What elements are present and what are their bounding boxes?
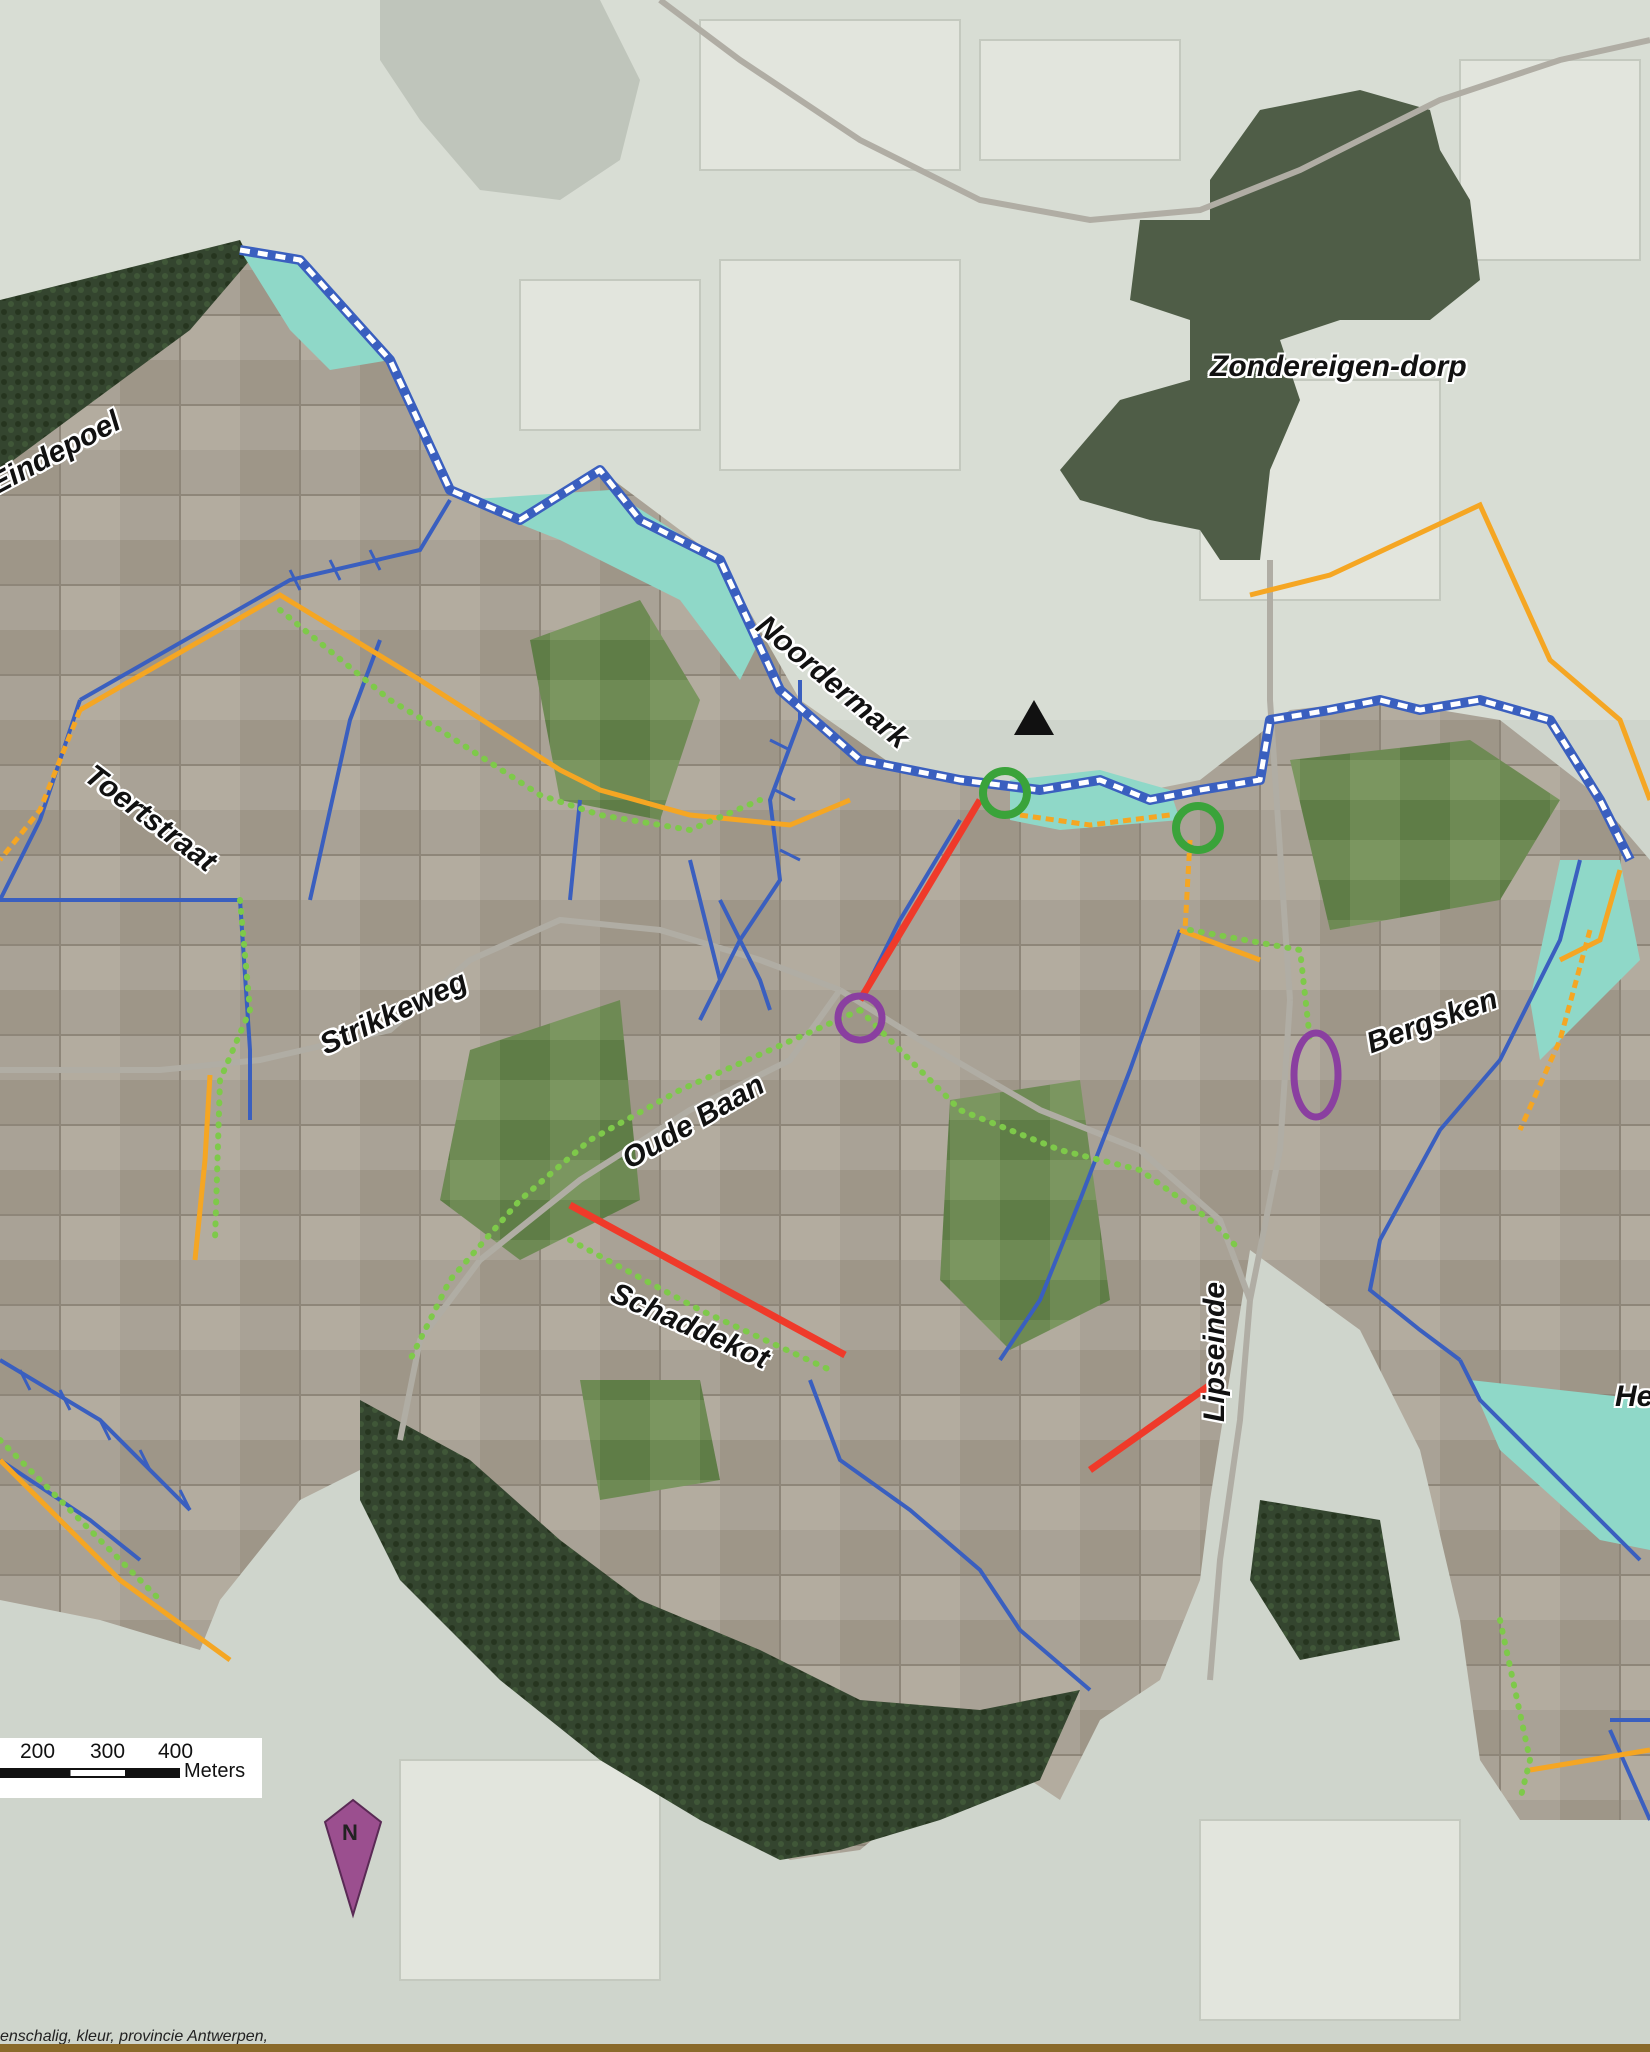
scale-tick-300: 300 [90,1740,126,1763]
forest-east [1250,1500,1400,1660]
purple-ellipses [834,992,1342,1121]
label-zondereigen: Zondereigen-dorp [1210,350,1467,383]
purple-ellipse-1 [834,992,886,1044]
north-arrow-letter: N [342,1820,358,1845]
routes-red [568,798,1213,1473]
green-pasture-d [940,1080,1110,1350]
green-pasture-c [1290,740,1560,930]
routes-orange [0,501,1650,1773]
flood-area-5 [1470,1380,1650,1550]
green-circle-2 [1172,802,1224,854]
purple-ellipse-2 [1290,1029,1342,1121]
watercourses [0,498,1650,1821]
north-arrow-icon [323,1798,383,1919]
scale-bar: 200 300 400 Meters [0,1738,262,1798]
pale-parcels [399,19,1641,2021]
green-circle-1 [979,767,1031,819]
village-north [1060,90,1480,560]
routes-green-dotted [0,607,1534,1803]
label-he: He [1615,1380,1650,1413]
flood-area-1 [240,250,390,370]
forest-west [0,240,250,470]
boundary-line [239,245,1635,863]
green-pasture-a [530,600,700,820]
routes-orange-dashed [0,709,1593,1132]
scale-bar-segments [0,1768,180,1778]
scale-tick-200: 200 [20,1740,56,1763]
flood-area-4 [1530,860,1640,1060]
green-circles [979,767,1224,854]
forest-south [360,1400,1080,1860]
green-pasture-e [580,1380,720,1500]
credit-text: enschalig, kleur, provincie Antwerpen, [0,2028,268,2045]
watercourse-ticks [18,549,801,1511]
village-northwest [380,0,640,200]
bottom-border [0,2044,1650,2052]
label-lipseinde: Lipseinde [1198,1281,1231,1422]
scale-tick-400: 400 [158,1740,194,1763]
location-triangle [1014,700,1054,735]
green-pasture-b [440,1000,640,1260]
scale-unit: Meters [184,1760,246,1782]
